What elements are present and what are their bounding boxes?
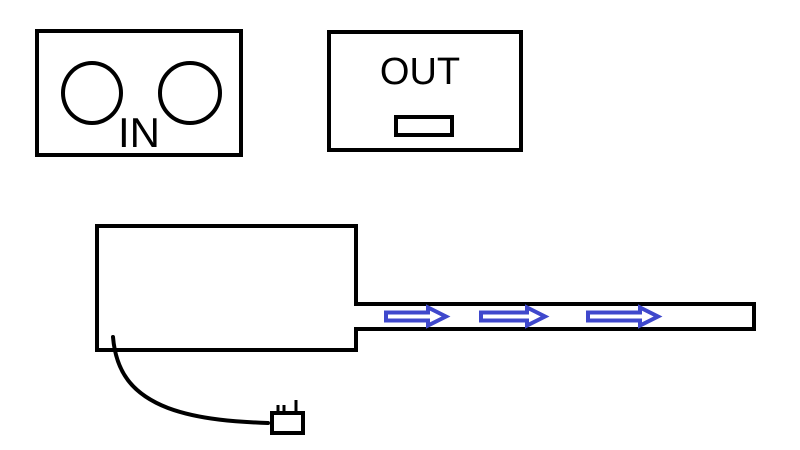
socket-hole-icon bbox=[158, 61, 222, 125]
machine-box bbox=[95, 224, 358, 352]
out-panel: OUT bbox=[327, 30, 523, 152]
in-panel: IN bbox=[35, 29, 243, 157]
outflow-pipe bbox=[354, 302, 756, 331]
socket-hole-icon bbox=[61, 61, 123, 125]
out-label: OUT bbox=[379, 51, 461, 93]
outlet-slot-icon bbox=[394, 115, 454, 137]
in-label: IN bbox=[118, 109, 160, 156]
power-plug-icon bbox=[270, 400, 305, 435]
